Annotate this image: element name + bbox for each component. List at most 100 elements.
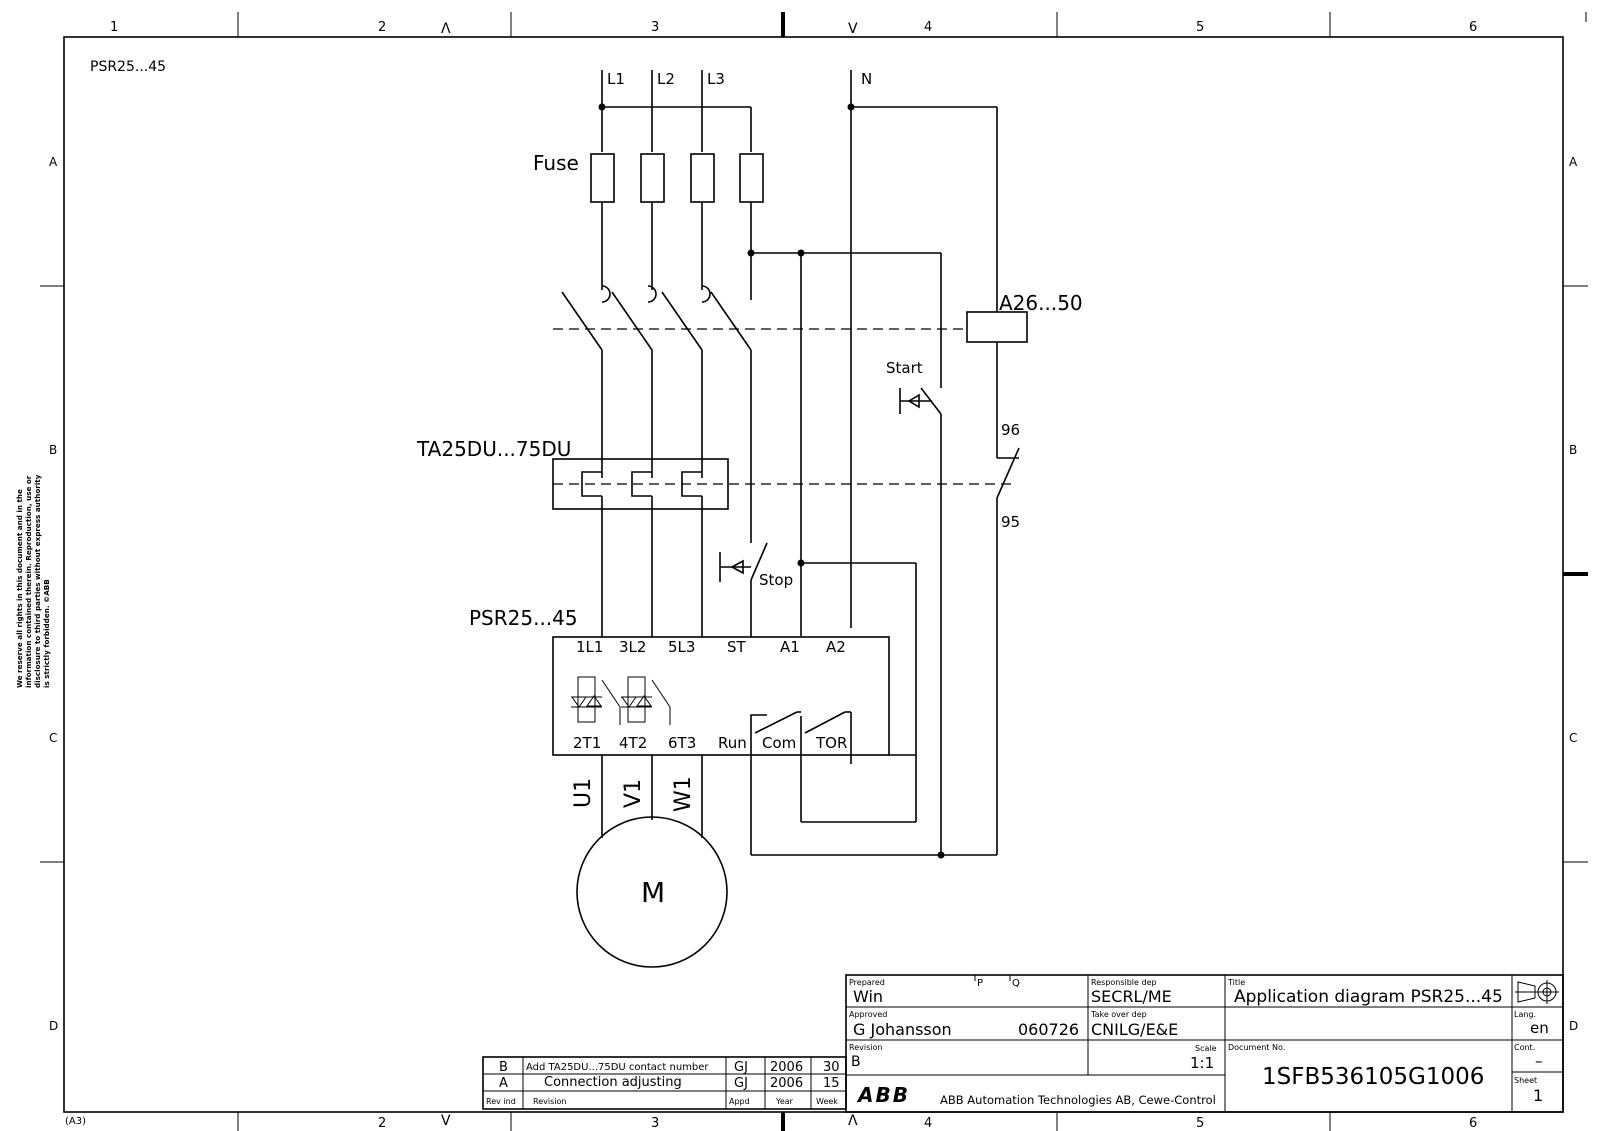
contactor-label: A26...50 <box>999 291 1083 315</box>
aux-contact-96: 96 <box>1001 421 1020 439</box>
rev-b-year: 2006 <box>770 1060 803 1075</box>
softstarter-label: PSR25...45 <box>469 606 578 630</box>
row-label-right-c: C <box>1569 731 1577 745</box>
revision-label: Revision <box>849 1043 882 1052</box>
supply-label-l3: L3 <box>707 70 725 88</box>
copyright-line-3: disclosure to third parties without expr… <box>33 474 42 688</box>
rev-a-text: Connection adjusting <box>544 1075 682 1090</box>
start-button-label: Start <box>886 359 923 377</box>
cont-label: Cont. <box>1514 1043 1535 1052</box>
supply-label-l2: L2 <box>657 70 675 88</box>
circuit-wiring <box>552 70 1028 968</box>
overload-relay-label: TA25DU...75DU <box>416 437 571 461</box>
row-label-right-a: A <box>1569 155 1578 169</box>
row-label-left-c: C <box>49 731 57 745</box>
docno-label: Document No. <box>1228 1043 1285 1052</box>
terminal-tor: TOR <box>815 734 847 752</box>
title-block <box>845 974 1564 1113</box>
rev-header-appd: Appd <box>729 1097 750 1106</box>
fuse-row <box>590 153 764 203</box>
rev-a-appd: GJ <box>734 1076 748 1091</box>
copyright-line-4: is strictly forbidden. ©ABB <box>42 579 51 688</box>
motor-lead-u1: U1 <box>571 778 596 808</box>
col-label-bottom-6: 6 <box>1469 1116 1477 1131</box>
row-label-right-b: B <box>1569 443 1577 457</box>
thyristor-l2 <box>621 676 671 725</box>
rev-b-text: Add TA25DU...75DU contact number <box>526 1062 709 1073</box>
rev-header-week: Week <box>816 1097 838 1106</box>
terminal-run: Run <box>718 734 747 752</box>
col-label-top-4: 4 <box>924 20 932 35</box>
supply-label-n: N <box>861 70 872 88</box>
supply-label-l1: L1 <box>607 70 625 88</box>
col-label-top-3: 3 <box>651 20 659 35</box>
approved-label: Approved <box>849 1010 887 1019</box>
rev-a-week: 15 <box>823 1076 840 1091</box>
col-label-bottom-3: 3 <box>651 1116 659 1131</box>
p-label: P <box>977 978 983 989</box>
terminal-6t3: 6T3 <box>668 734 696 752</box>
prepared-value: Win <box>853 987 883 1006</box>
rev-b-index: B <box>499 1060 508 1075</box>
approved-date: 060726 <box>1018 1020 1079 1039</box>
rev-header-year: Year <box>775 1097 794 1106</box>
fuse-label: Fuse <box>533 151 579 175</box>
row-label-left-a: A <box>49 155 58 169</box>
centre-mark-top-right: V <box>848 21 858 37</box>
title-label: Title <box>1227 978 1245 987</box>
takeover-value: CNILG/E&E <box>1091 1020 1178 1039</box>
corner-label: PSR25...45 <box>90 59 166 75</box>
sheet-size-label: (A3) <box>65 1116 86 1127</box>
col-label-bottom-2: 2 <box>378 1116 386 1131</box>
terminal-com: Com <box>762 734 796 752</box>
responsible-label: Responsible dep <box>1091 978 1157 987</box>
row-label-left-d: D <box>49 1019 58 1033</box>
rev-a-index: A <box>499 1076 508 1091</box>
rev-b-appd: GJ <box>734 1060 748 1075</box>
drawing-title: Application diagram PSR25...45 <box>1234 987 1503 1007</box>
centre-mark-bottom-right: Λ <box>848 1113 858 1129</box>
terminal-1l1: 1L1 <box>576 638 603 656</box>
scale-value: 1:1 <box>1190 1054 1214 1072</box>
prepared-label: Prepared <box>849 978 885 987</box>
document-number: 1SFB536105G1006 <box>1262 1064 1484 1090</box>
col-label-bottom-5: 5 <box>1196 1116 1204 1131</box>
sheet-value: 1 <box>1533 1086 1543 1105</box>
approved-value: G Johansson <box>853 1020 952 1039</box>
drawing-frame <box>40 12 1588 1131</box>
abb-logo: ABB <box>856 1083 910 1107</box>
row-label-left-b: B <box>49 443 57 457</box>
col-label-top-2: 2 <box>378 20 386 35</box>
motor-lead-v1: V1 <box>621 779 646 808</box>
col-label-bottom-4: 4 <box>924 1116 932 1131</box>
rev-header-text: Revision <box>533 1097 566 1106</box>
terminal-a2: A2 <box>826 638 846 656</box>
junction-dots <box>598 103 945 859</box>
q-label: Q <box>1012 978 1020 989</box>
revision-value: B <box>851 1054 861 1070</box>
terminal-2t1: 2T1 <box>573 734 601 752</box>
col-label-top-5: 5 <box>1196 20 1204 35</box>
terminal-4t2: 4T2 <box>619 734 647 752</box>
terminal-a1: A1 <box>780 638 800 656</box>
thyristor-l1 <box>571 676 621 725</box>
sheet-label: Sheet <box>1514 1076 1537 1085</box>
copyright-line-2: information contained therein. Reproduct… <box>24 475 33 688</box>
terminal-5l3: 5L3 <box>668 638 695 656</box>
terminal-3l2: 3L2 <box>619 638 646 656</box>
copyright-notice: We reserve all rights in this document a… <box>15 474 51 688</box>
rev-b-week: 30 <box>823 1060 840 1075</box>
copyright-line-1: We reserve all rights in this document a… <box>15 489 24 688</box>
company-name: ABB Automation Technologies AB, Cewe-Con… <box>940 1093 1216 1107</box>
scale-label: Scale <box>1195 1044 1217 1053</box>
responsible-value: SECRL/ME <box>1091 987 1172 1006</box>
motor-lead-w1: W1 <box>671 776 696 812</box>
col-label-top-1: 1 <box>110 20 118 35</box>
cont-value: – <box>1535 1052 1543 1070</box>
rev-header-index: Rev ind <box>486 1097 516 1106</box>
centre-mark-top-left: Λ <box>441 21 451 37</box>
lang-value: en <box>1530 1019 1549 1037</box>
takeover-label: Take over dep <box>1090 1010 1147 1019</box>
projection-symbol-icon <box>1515 980 1559 1004</box>
